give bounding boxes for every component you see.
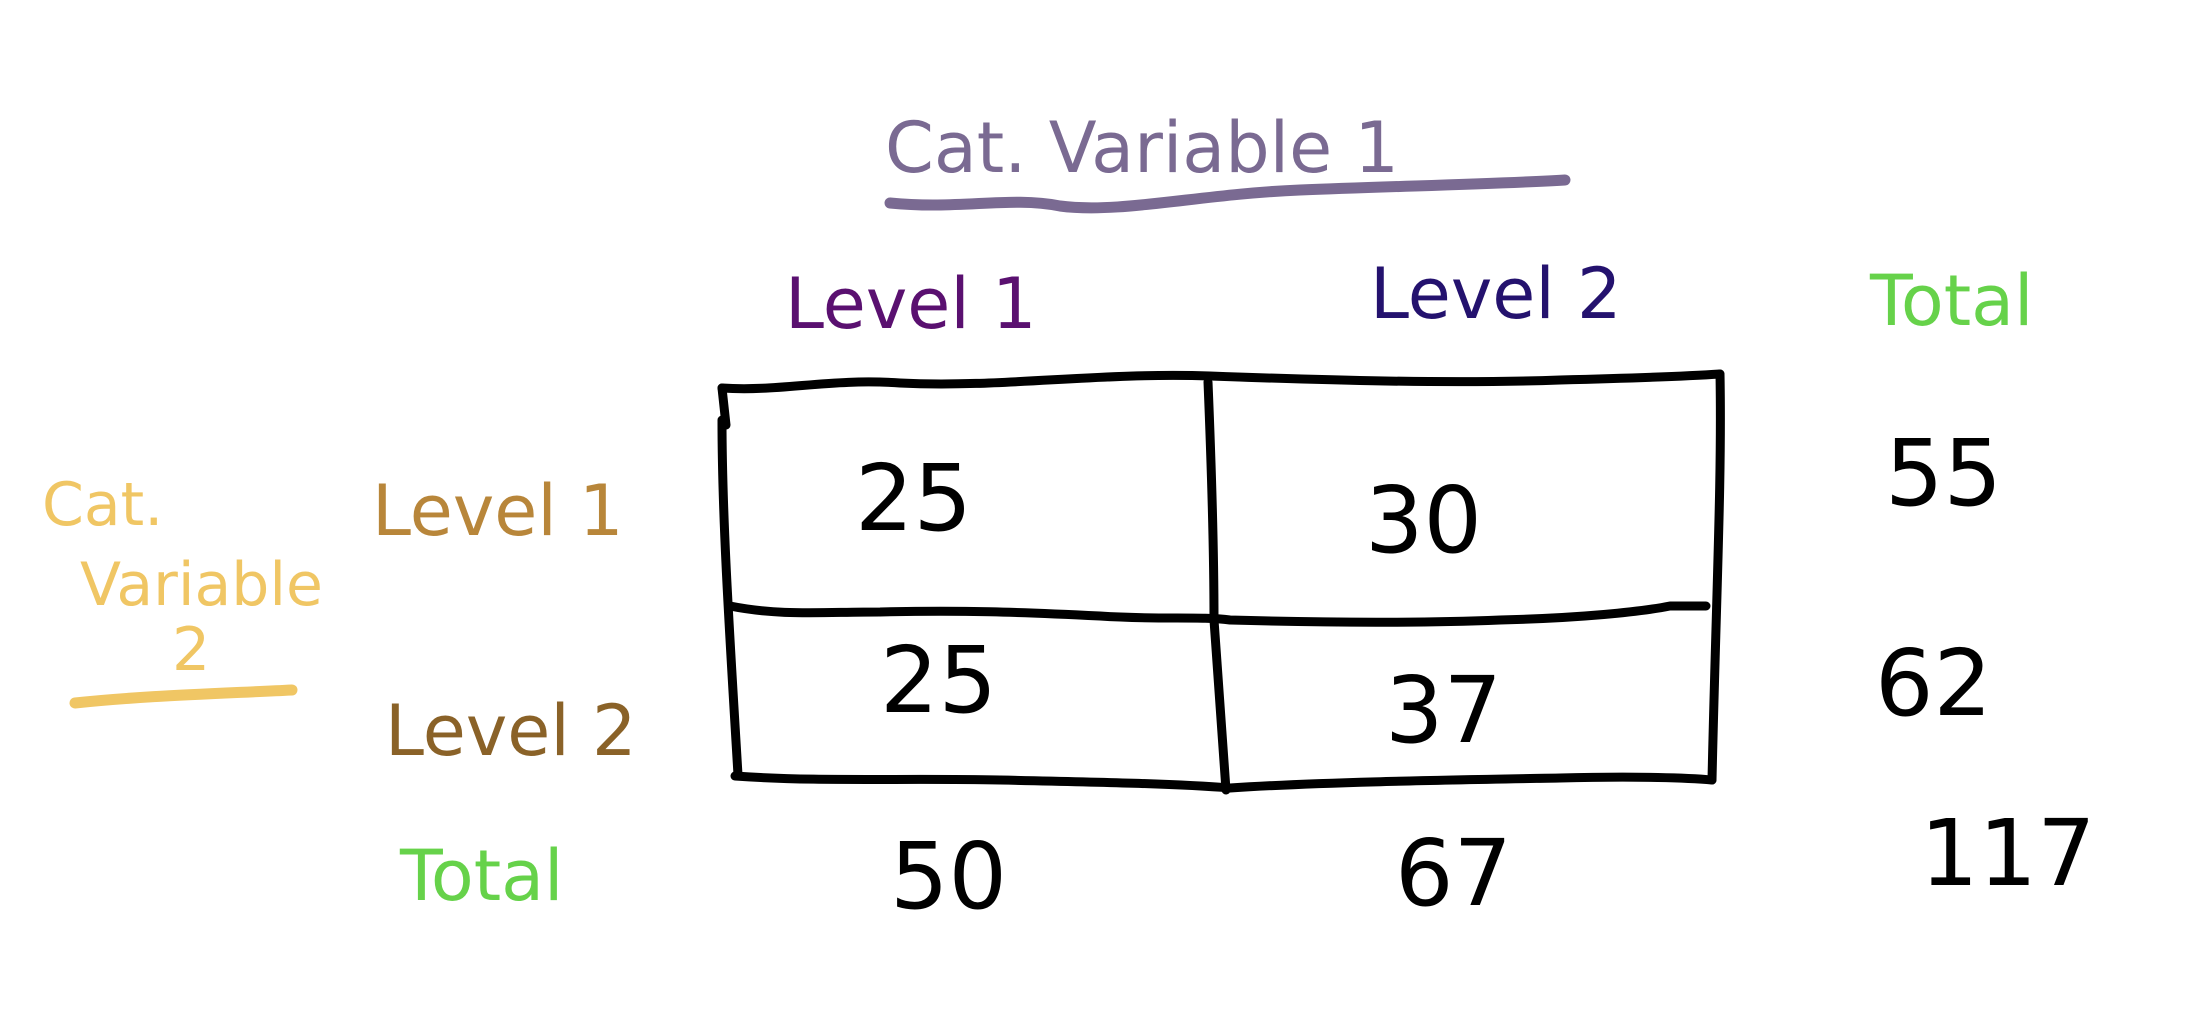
row-totals-header: Total [1869,260,2033,342]
grand-total-value: 117 [1920,800,2096,907]
row-variable-label-line-1: Cat. [42,470,163,540]
row-variable-underline [69,684,298,709]
row-2-total-value: 62 [1875,630,1992,737]
table-grid [717,369,1725,795]
column-2-total-value: 67 [1395,820,1512,927]
column-variable-title: Cat. Variable 1 [885,107,1399,189]
grid-right-border [1707,369,1725,785]
grid-middle-horizontal [725,601,1711,627]
column-totals-label: Total [399,835,563,917]
grid-left-border [717,383,743,780]
cell-row2-col1-value: 25 [880,627,997,734]
row-level-2-label: Level 2 [385,690,637,772]
row-level-1-label: Level 1 [372,470,624,552]
grid-middle-vertical [1203,377,1231,795]
row-1-total-value: 55 [1885,420,2002,527]
column-level-2-header: Level 2 [1370,253,1622,335]
row-variable-label-line-2: Variable [80,550,323,620]
cell-row2-col2-value: 37 [1385,657,1502,764]
row-variable-label-line-3: 2 [172,615,210,685]
column-1-total-value: 50 [890,823,1007,930]
cell-row1-col2-value: 30 [1365,467,1482,574]
column-variable-underline [884,174,1571,214]
column-level-1-header: Level 1 [785,263,1037,345]
grid-top-border [717,369,1725,394]
cell-row1-col1-value: 25 [855,445,972,552]
